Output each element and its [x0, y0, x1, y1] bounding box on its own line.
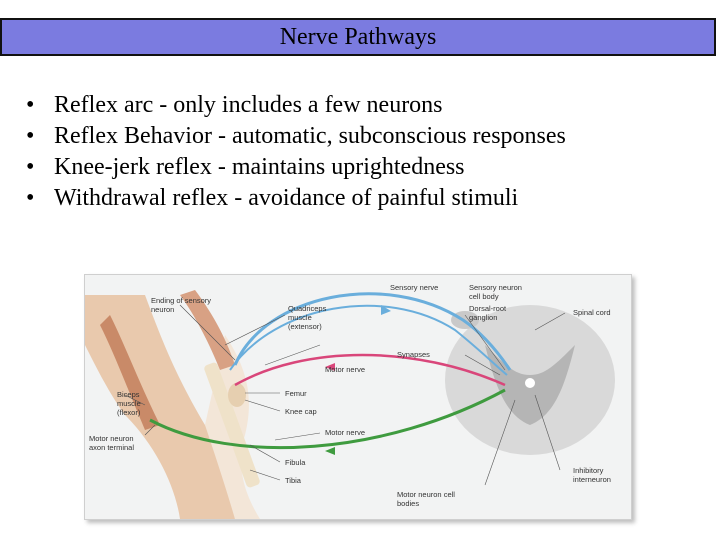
- label-sensory-cell-body: cell body: [469, 292, 499, 301]
- label-sensory-nerve: Sensory nerve: [390, 283, 438, 292]
- label-biceps: Biceps: [117, 390, 140, 399]
- label-sensory-cell-body: Sensory neuron: [469, 283, 522, 292]
- label-ending-sensory: Ending of sensory: [151, 296, 211, 305]
- biceps-muscle: [100, 315, 160, 430]
- bullet-text: Reflex Behavior - automatic, subconsciou…: [54, 123, 566, 149]
- label-motor-terminal: Motor neuron: [89, 434, 134, 443]
- reflex-arc-diagram: Ending of sensory neuron Quadriceps musc…: [84, 274, 632, 520]
- bullet-item: • Withdrawal reflex - avoidance of painfu…: [26, 183, 566, 214]
- femur-bone: [204, 362, 260, 488]
- bullet-icon: •: [26, 154, 35, 180]
- label-inhibitory: interneuron: [573, 475, 611, 484]
- sensory-nerve-path-2: [229, 304, 508, 376]
- label-synapses: Synapses: [397, 350, 430, 359]
- bullet-text: Withdrawal reflex - avoidance of painful…: [54, 185, 519, 211]
- label-motor-cell-bodies: Motor neuron cell: [397, 490, 455, 499]
- label-spinal-cord: Spinal cord: [573, 308, 611, 317]
- slide-title: Nerve Pathways: [279, 23, 437, 50]
- label-inhibitory: Inhibitory: [573, 466, 604, 475]
- label-motor-nerve: Motor nerve: [325, 428, 365, 437]
- label-quadriceps: Quadriceps: [288, 304, 327, 313]
- label-motor-terminal: axon terminal: [89, 443, 134, 452]
- label-motor-nerve: Motor nerve: [325, 365, 365, 374]
- bullet-icon: •: [26, 185, 35, 211]
- label-motor-cell-bodies: bodies: [397, 499, 419, 508]
- arrow-icon: [325, 363, 335, 371]
- label-ending-sensory: neuron: [151, 305, 174, 314]
- label-biceps: muscle: [117, 399, 141, 408]
- bullet-list: • Reflex arc - only includes a few neuron…: [26, 90, 566, 214]
- quadriceps-muscle: [180, 290, 235, 370]
- arrow-icon: [325, 447, 335, 455]
- leader-lines: [124, 304, 566, 486]
- label-knee-cap: Knee cap: [285, 407, 317, 416]
- bullet-text: Reflex arc - only includes a few neurons: [54, 92, 443, 118]
- label-biceps: (flexor): [117, 408, 141, 417]
- label-fibula: Fibula: [285, 458, 306, 467]
- motor-nerve-path-2: [149, 388, 506, 450]
- bullet-item: • Reflex arc - only includes a few neuron…: [26, 90, 566, 121]
- arrow-icon: [381, 305, 391, 315]
- bullet-text: Knee-jerk reflex - maintains uprightedne…: [54, 154, 465, 180]
- central-canal: [525, 378, 535, 388]
- label-femur: Femur: [285, 389, 307, 398]
- reflex-arc-svg: Ending of sensory neuron Quadriceps musc…: [85, 283, 615, 519]
- bullet-item: • Reflex Behavior - automatic, subconscio…: [26, 121, 566, 152]
- sensory-nerve-path: [233, 292, 512, 371]
- label-dorsal-root: ganglion: [469, 313, 497, 322]
- motor-nerve-path: [234, 353, 506, 387]
- bullet-icon: •: [26, 92, 35, 118]
- bullet-icon: •: [26, 123, 35, 149]
- label-tibia: Tibia: [285, 476, 302, 485]
- label-dorsal-root: Dorsal-root: [469, 304, 507, 313]
- bullet-item: • Knee-jerk reflex - maintains uprightedn…: [26, 152, 566, 183]
- slide-title-bar: Nerve Pathways: [0, 18, 716, 56]
- label-quadriceps: (extensor): [288, 322, 322, 331]
- knee-cap-bone: [228, 383, 246, 407]
- label-quadriceps: muscle: [288, 313, 312, 322]
